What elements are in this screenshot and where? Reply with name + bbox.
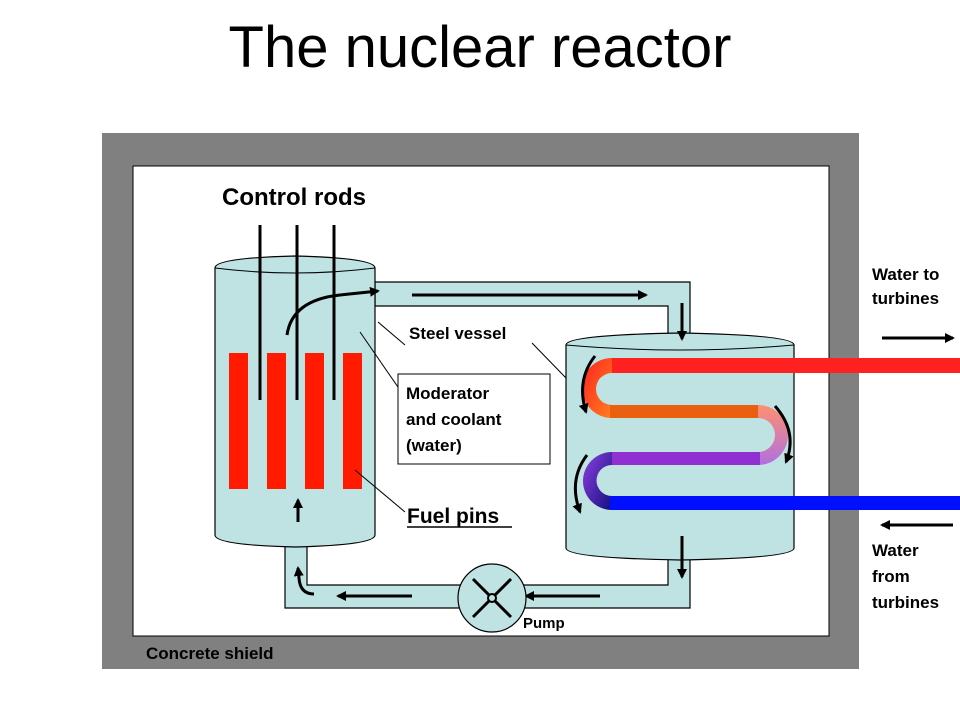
page-title: The nuclear reactor [228, 15, 732, 80]
fuel-pins-label: Fuel pins [407, 505, 499, 528]
leader-line [377, 321, 406, 346]
flow-arrows [285, 286, 955, 601]
pump [457, 563, 527, 633]
flow-arrow-curved [773, 405, 794, 464]
flow-arrow-curved [578, 355, 597, 414]
fuel-pin [229, 353, 248, 489]
secondary-pipe-circuit [582, 358, 960, 510]
water-to-turbines-label: turbines [872, 289, 939, 308]
fuel-pin [305, 353, 324, 489]
hot-pipe [610, 358, 960, 373]
water-to-turbines-label: Water to [872, 265, 939, 284]
water-from-turbines-label: turbines [872, 593, 939, 612]
pump-label: Pump [523, 615, 565, 632]
moderator-label-line: and coolant [406, 410, 502, 429]
hot-bend [582, 358, 612, 418]
mid-bend [758, 405, 788, 465]
fuel-pin [267, 353, 286, 489]
leader-line [354, 469, 406, 513]
flow-arrow-curve [285, 286, 380, 336]
moderator-label-line: (water) [406, 436, 462, 455]
control-rods-label: Control rods [222, 184, 366, 211]
moderator-label-line: Moderator [406, 384, 490, 403]
moderator-label-box [397, 373, 551, 465]
leader-line [359, 331, 401, 391]
cold-bend [583, 452, 612, 510]
cold-pipe [610, 496, 960, 510]
warm-pipe [610, 405, 760, 418]
leader-line [531, 342, 567, 379]
concrete-shield-label: Concrete shield [146, 644, 274, 663]
cool-pipe [610, 452, 760, 465]
fuel-pin [343, 353, 362, 489]
water-from-turbines-label: from [872, 567, 910, 586]
flow-arrow-up [293, 566, 315, 596]
steel-vessel-label: Steel vessel [409, 324, 506, 343]
water-from-turbines-label: Water [872, 541, 919, 560]
flow-arrow-curved [572, 454, 589, 514]
